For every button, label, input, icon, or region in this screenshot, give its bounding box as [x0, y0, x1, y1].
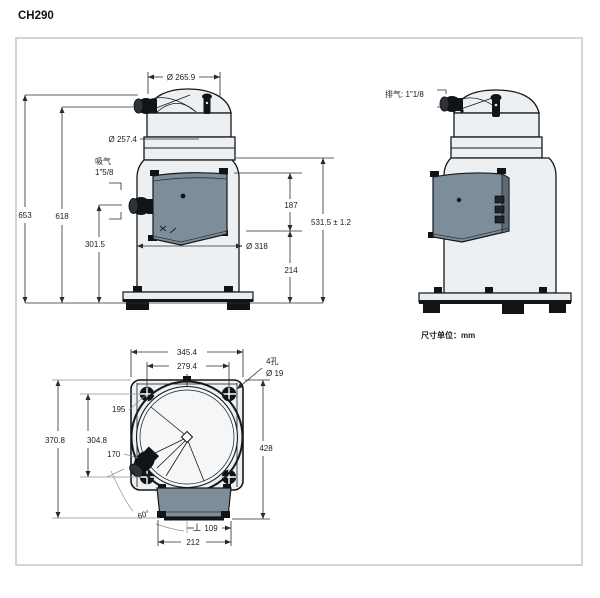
- dim-cap-diameter-label: Ø 257.4: [109, 135, 138, 144]
- discharge-fitting-side-icon: [439, 96, 463, 112]
- dim-box-width-label: 212: [186, 538, 200, 547]
- dim-box-offset-label: 109: [204, 524, 218, 533]
- suction-fitting-icon: [128, 197, 153, 215]
- suction-label-line1: 吸气: [95, 156, 111, 166]
- mounting-hole: [221, 386, 237, 402]
- mid-band: [143, 136, 236, 161]
- page-title: CH290: [18, 10, 54, 22]
- dim-lower-section-label: 214: [284, 266, 298, 275]
- dim-hole-spacing-y-label: 304.8: [87, 436, 108, 445]
- discharge-fitting-icon: [133, 98, 157, 114]
- mid-band-side: [450, 136, 543, 159]
- terminal-box-bottom: [156, 484, 232, 521]
- terminal-box: [148, 168, 228, 246]
- dim-suction-radius-label: 170: [107, 450, 121, 459]
- center-mark: [150, 406, 205, 482]
- dim-top-diameter-label: Ø 265.9: [167, 73, 196, 82]
- bottom-dimensions: 345.4 279.4 4孔 Ø 19 428: [45, 348, 284, 547]
- suction-fitting-bottom-icon: [129, 446, 160, 478]
- dim-body-diameter-label: Ø 318: [246, 242, 268, 251]
- mounting-base-front: [122, 286, 254, 310]
- holes-label-line2: Ø 19: [266, 369, 284, 378]
- dim-overall-depth-label: 428: [259, 444, 273, 453]
- discharge-label: 排气: 1"1/8: [385, 89, 424, 99]
- dim-upper-section-label: 187: [284, 201, 298, 210]
- cap-band: [146, 112, 232, 138]
- dim-suction-height-label: 301.5: [85, 240, 106, 249]
- mounting-base-side: [418, 287, 572, 314]
- dim-angle-label: 60°: [136, 509, 150, 521]
- dim-height-total-label: 653: [18, 211, 32, 220]
- top-valve-side-icon: [490, 94, 502, 117]
- units-note: 尺寸单位：mm: [421, 330, 475, 340]
- dim-base-depth-label: 370.8: [45, 436, 66, 445]
- front-dimensions: Ø 265.9 Ø 257.4 吸气 1"5/8 653 618: [18, 72, 352, 304]
- terminal-box-side: [428, 168, 510, 243]
- dim-hole-radius-label: 195: [112, 405, 126, 414]
- holes-label-line1: 4孔: [266, 357, 278, 366]
- dim-hole-spacing-x-label: 279.4: [177, 362, 198, 371]
- dim-height-shell-label: 618: [55, 212, 69, 221]
- bottom-view: 345.4 279.4 4孔 Ø 19 428: [45, 348, 284, 547]
- side-view: 排气: 1"1/8 尺寸单位：mm: [385, 89, 572, 340]
- dim-height-tolerance-label: 531.5 ± 1.2: [311, 218, 352, 227]
- top-valve-icon: [202, 93, 212, 114]
- mounting-hole: [139, 469, 155, 485]
- front-view: Ø 265.9 Ø 257.4 吸气 1"5/8 653 618: [18, 72, 352, 310]
- suction-label-line2: 1"5/8: [95, 168, 114, 177]
- dim-base-width-label: 345.4: [177, 348, 198, 357]
